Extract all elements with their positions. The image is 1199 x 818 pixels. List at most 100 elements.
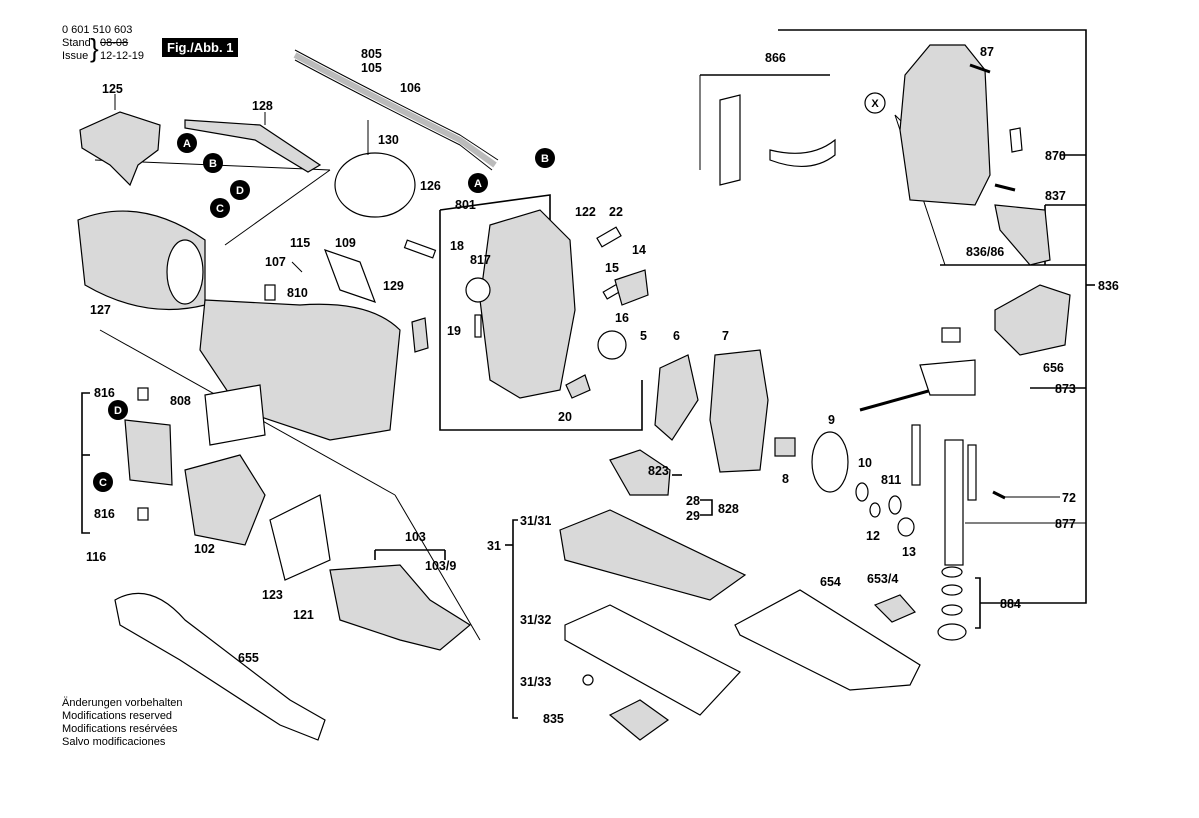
part-801-shape [479, 209, 576, 399]
label-808: 808 [170, 394, 191, 408]
label-31-32: 31/32 [520, 613, 551, 627]
label-115: 115 [290, 236, 310, 250]
issue-label: Issue [62, 50, 89, 62]
part-835-shape [608, 699, 670, 741]
label-10: 10 [858, 456, 872, 470]
part-31-31-shape [559, 509, 747, 601]
label-31: 31 [487, 539, 501, 553]
figure-label: Fig./Abb. 1 [162, 38, 239, 57]
ref-marker-d1: D [230, 180, 250, 200]
label-14: 14 [632, 243, 646, 257]
stand-label: Stand [62, 37, 91, 49]
label-816b: 816 [94, 507, 115, 521]
part-125-shape [79, 111, 161, 187]
label-801: 801 [455, 198, 476, 212]
label-20: 20 [558, 410, 572, 424]
label-873: 873 [1055, 382, 1076, 396]
ref-marker-a1: A [177, 133, 197, 153]
label-836: 836 [1098, 279, 1119, 293]
label-9: 9 [828, 413, 835, 427]
part-655-shape [114, 592, 326, 741]
label-656: 656 [1043, 361, 1064, 375]
label-828: 828 [718, 502, 739, 516]
part-816a-shape [137, 387, 149, 401]
top-housing-shape [899, 44, 991, 206]
label-121: 121 [293, 608, 314, 622]
svg-text:A: A [474, 178, 482, 190]
label-125: 125 [102, 82, 123, 96]
label-6: 6 [673, 329, 680, 343]
label-22: 22 [609, 205, 623, 219]
label-130: 130 [378, 133, 399, 147]
part-103-shape [329, 564, 472, 651]
part-6-shape [654, 354, 699, 441]
label-116: 116 [86, 550, 106, 564]
ref-marker-d2: D [108, 400, 128, 420]
svg-text:B: B [209, 158, 217, 170]
label-870: 870 [1045, 149, 1066, 163]
note-es: Salvo modificaciones [62, 736, 166, 748]
label-837: 837 [1045, 189, 1066, 203]
label-103: 103 [405, 530, 426, 544]
part-31-32-shape [564, 604, 741, 716]
part-116-shape [124, 419, 173, 486]
part-808-shape [204, 384, 266, 446]
ref-marker-b1: B [203, 153, 223, 173]
label-107: 107 [265, 255, 286, 269]
stand-value: 08-08 [100, 37, 129, 49]
label-884: 884 [1000, 597, 1021, 611]
label-28: 28 [686, 494, 700, 508]
label-127: 127 [90, 303, 111, 317]
label-805: 805 [361, 47, 382, 61]
note-fr: Modifications resérvées [62, 723, 178, 735]
part-816b-shape [137, 507, 149, 521]
svg-text:X: X [871, 98, 879, 110]
part-7-shape [709, 349, 769, 473]
label-16: 16 [615, 311, 629, 325]
label-87: 87 [980, 45, 994, 59]
part-number: 0 601 510 603 [62, 24, 133, 36]
ref-marker-x: X [864, 92, 886, 114]
issue-value: 12-12-19 [100, 50, 145, 62]
part-9-shape [811, 431, 849, 493]
note-en: Modifications reserved [62, 710, 173, 722]
part-653-4-shape [873, 594, 916, 623]
label-836-86: 836/86 [966, 245, 1004, 259]
label-823: 823 [648, 464, 669, 478]
label-103-9: 103/9 [425, 559, 456, 573]
part-109-shape [323, 249, 377, 303]
part-128-shape [184, 119, 322, 173]
svg-text:D: D [114, 405, 122, 417]
part-number-labels: 125 128 805 105 106 130 126 127 115 109 … [86, 45, 1119, 726]
label-811: 811 [881, 473, 901, 487]
label-654: 654 [820, 575, 841, 589]
label-129: 129 [383, 279, 404, 293]
label-18: 18 [450, 239, 464, 253]
ref-marker-b2: B [535, 148, 555, 168]
label-655: 655 [238, 651, 259, 665]
label-122: 122 [575, 205, 596, 219]
label-106: 106 [400, 81, 421, 95]
part-123-shape [269, 494, 331, 581]
label-810: 810 [287, 286, 308, 300]
label-5: 5 [640, 329, 647, 343]
label-109: 109 [335, 236, 356, 250]
ref-marker-c2: C [93, 472, 113, 492]
part-656-shape [994, 284, 1071, 356]
svg-text:A: A [183, 138, 191, 150]
ref-marker-c1: C [210, 198, 230, 218]
label-29: 29 [686, 509, 700, 523]
label-19: 19 [447, 324, 461, 338]
label-126: 126 [420, 179, 441, 193]
label-13: 13 [902, 545, 916, 559]
label-866: 866 [765, 51, 786, 65]
label-7: 7 [722, 329, 729, 343]
part-drawings [77, 44, 1071, 741]
part-654-shape [734, 589, 921, 691]
label-12: 12 [866, 529, 880, 543]
part-877-shape [944, 439, 964, 566]
svg-text:D: D [236, 185, 244, 197]
label-31-31: 31/31 [520, 514, 551, 528]
svg-text:B: B [541, 153, 549, 165]
